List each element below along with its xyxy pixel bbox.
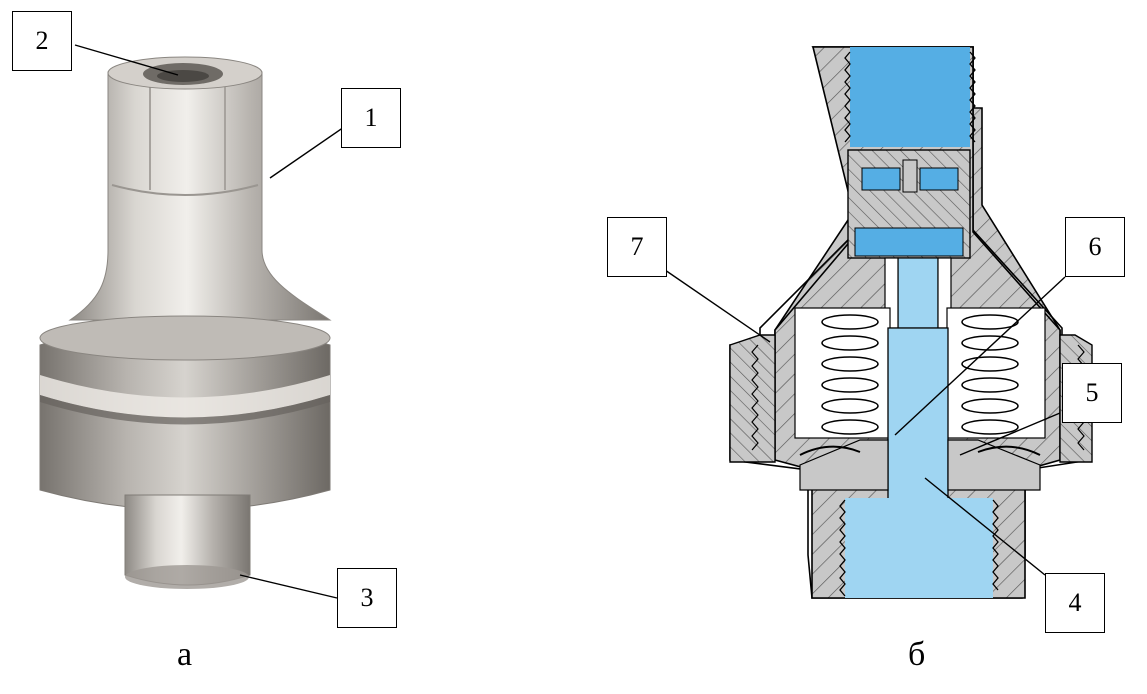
ring-band-shadow bbox=[40, 395, 330, 425]
spring-chamber-right bbox=[946, 307, 1046, 439]
leader-line-4 bbox=[924, 477, 1046, 576]
callout-1: 1 bbox=[341, 88, 401, 148]
panel-a-caption: а bbox=[177, 636, 193, 673]
callout-3: 3 bbox=[337, 568, 397, 628]
spring-left bbox=[821, 314, 879, 435]
top-thread-left bbox=[844, 51, 851, 143]
fitting-photo bbox=[39, 56, 332, 589]
bottom-thread-right bbox=[992, 499, 999, 591]
callout-2: 2 bbox=[12, 11, 72, 71]
bottom-bore bbox=[845, 498, 993, 598]
panel-b-caption: б bbox=[908, 636, 926, 673]
callout-6: 6 bbox=[1065, 217, 1125, 277]
nut-left bbox=[729, 334, 776, 463]
insert-slot bbox=[902, 159, 918, 193]
nut-thread-left bbox=[751, 344, 759, 451]
callout-7: 7 bbox=[607, 217, 667, 277]
piston-flange-right bbox=[947, 439, 1041, 491]
leader-line-7 bbox=[664, 269, 771, 343]
callout-5: 5 bbox=[1062, 363, 1122, 423]
top-thread-right bbox=[969, 51, 976, 143]
ring-top bbox=[39, 315, 331, 361]
insert-port-left bbox=[861, 167, 901, 191]
spring-chamber-left bbox=[794, 307, 891, 439]
leader-line-3 bbox=[239, 574, 338, 599]
spigot-base bbox=[125, 565, 249, 589]
piston-flange-left bbox=[799, 439, 889, 491]
upper-body bbox=[68, 71, 332, 321]
leader-line-1 bbox=[269, 124, 348, 179]
bottom-thread-left bbox=[839, 499, 846, 597]
insert-chamber bbox=[854, 227, 964, 257]
insert-port-right bbox=[919, 167, 959, 191]
stem-upper bbox=[897, 257, 939, 329]
leader-line-5 bbox=[959, 412, 1061, 456]
leader-line-2 bbox=[74, 44, 179, 76]
diaphragm-left bbox=[799, 445, 861, 456]
spring-right bbox=[961, 314, 1019, 435]
top-bore bbox=[850, 47, 970, 147]
diaphragm-right bbox=[977, 445, 1041, 456]
leader-line-6 bbox=[894, 276, 1066, 436]
hex-shoulder bbox=[111, 184, 259, 196]
callout-4: 4 bbox=[1045, 573, 1105, 633]
section-drawing bbox=[729, 46, 1093, 599]
ring-band bbox=[40, 375, 330, 418]
